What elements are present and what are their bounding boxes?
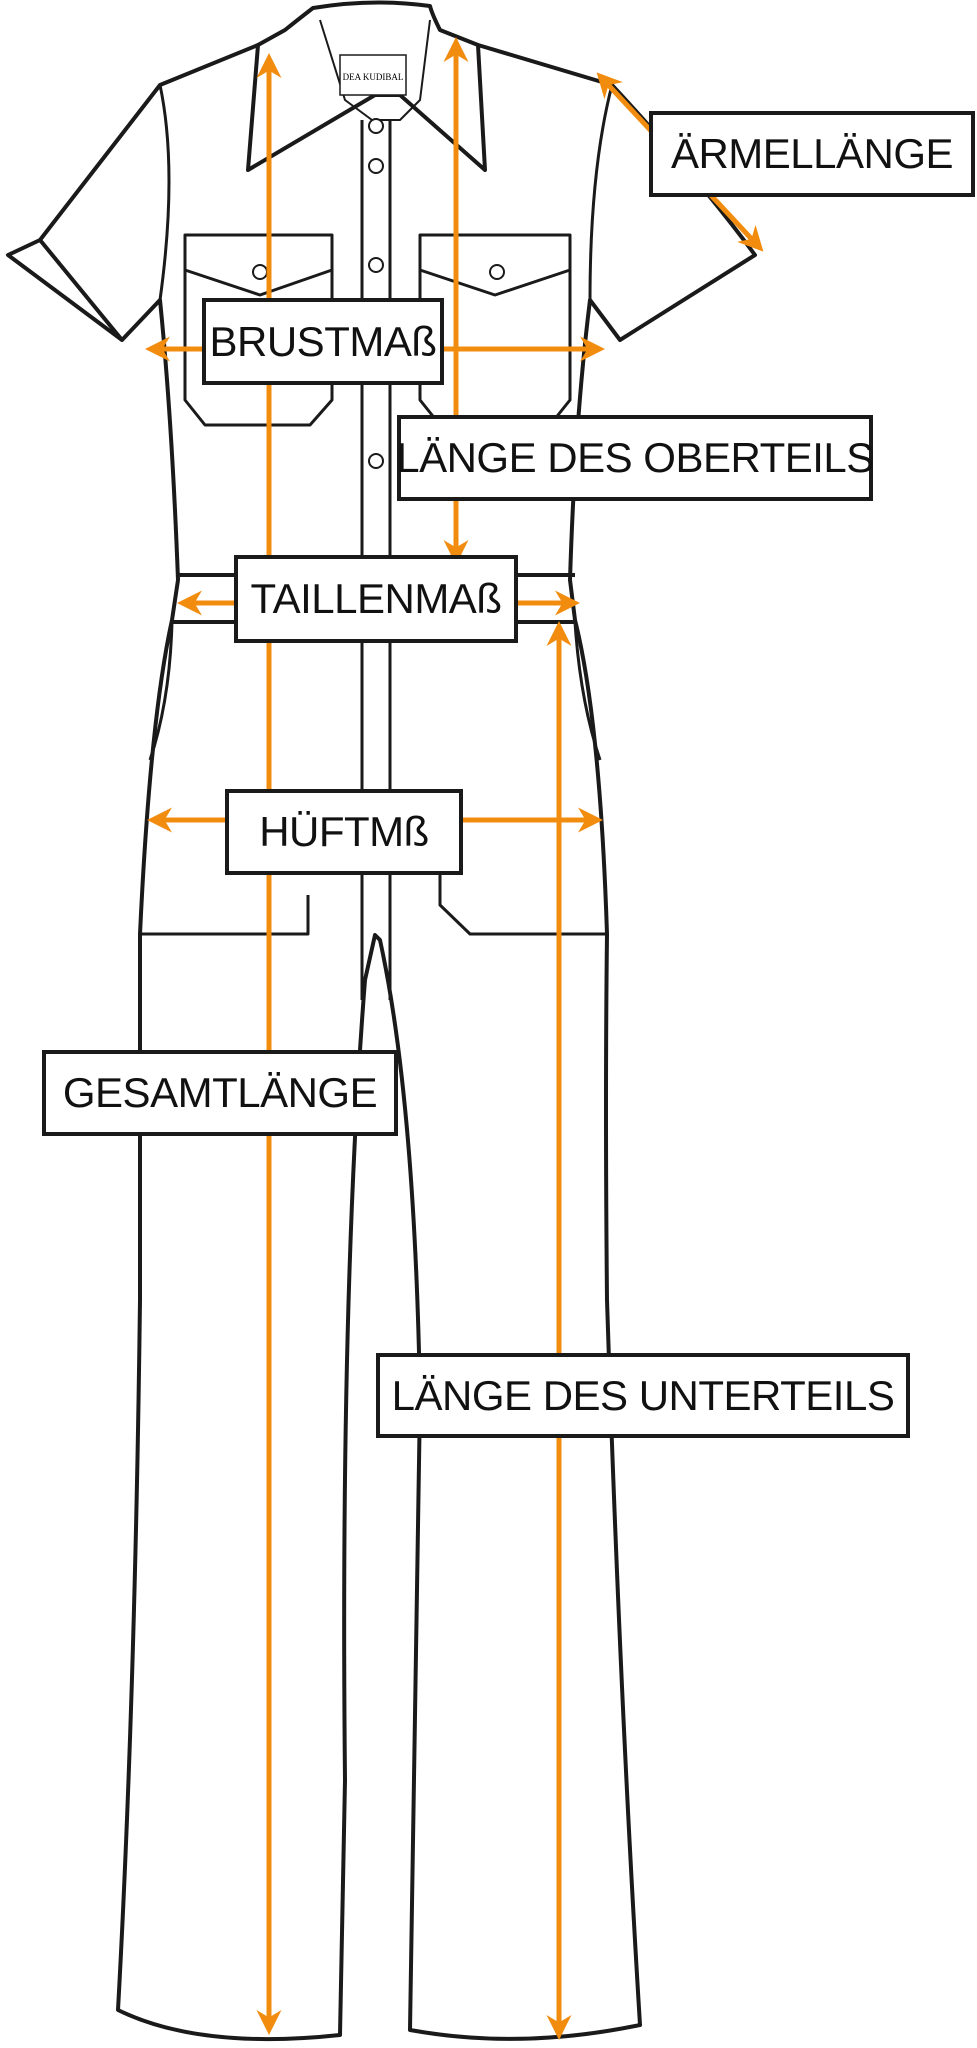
collar [246, 0, 487, 172]
top-length-label: LÄNGE DES OBERTEILS [396, 415, 874, 501]
brand-tag: DEA KUDIBAL [343, 72, 404, 82]
waist-label: TAILLENMAß [234, 555, 518, 643]
total-length-label: GESAMTLÄNGE [42, 1050, 398, 1136]
bottom-length-label: LÄNGE DES UNTERTEILS [376, 1353, 910, 1438]
hip-label: HÜFTMß [225, 789, 463, 875]
chest-label: BRUSTMAß [202, 298, 444, 385]
sleeve-length-label: ÄRMELLÄNGE [649, 111, 975, 197]
bodice-outline [6, 43, 757, 2042]
